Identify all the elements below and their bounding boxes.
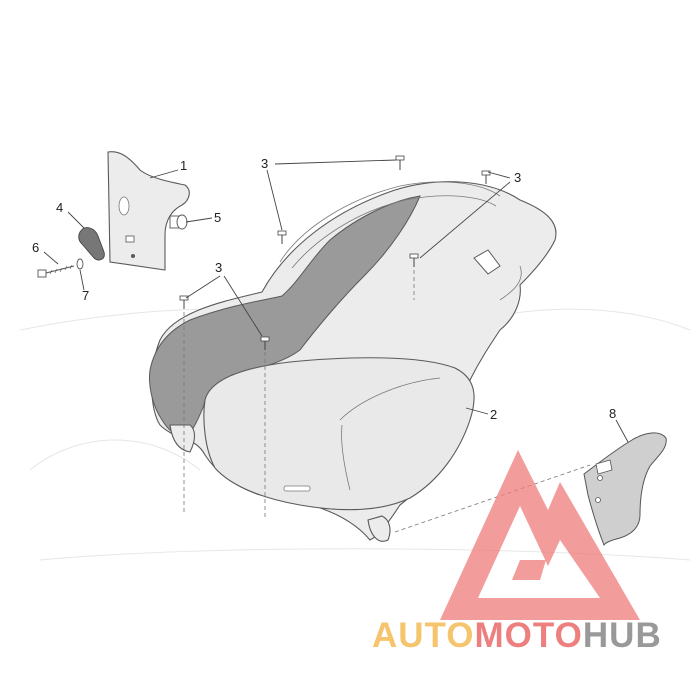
watermark-wordmark: AUTOMOTOHUB (372, 616, 662, 656)
watermark-logo-icon (440, 450, 640, 620)
watermark-moto: MOTO (474, 616, 583, 655)
screw (395, 155, 405, 170)
part-side-plate (583, 432, 667, 547)
callout-2: 2 (490, 407, 497, 422)
callout-3-right: 3 (514, 170, 521, 185)
part-bolt (37, 264, 75, 278)
leader-lines (43, 159, 629, 443)
part-bracket-panel (107, 151, 190, 271)
screw (277, 230, 287, 244)
screw (260, 336, 270, 350)
callout-4: 4 (56, 200, 63, 215)
screw (409, 253, 419, 267)
watermark-hub: HUB (582, 616, 662, 655)
part-washer (76, 258, 84, 270)
callout-8: 8 (609, 406, 616, 421)
screw-group (179, 155, 491, 350)
part-plug (169, 214, 188, 230)
assembly-lines (183, 270, 591, 533)
callout-1: 1 (180, 158, 187, 173)
inner-shield-body (149, 181, 557, 542)
callout-3-left: 3 (215, 260, 222, 275)
callout-5: 5 (214, 210, 221, 225)
watermark-auto: AUTO (372, 616, 475, 655)
part-rubber-pad (78, 227, 105, 261)
screw (481, 170, 491, 184)
screw (179, 295, 189, 309)
callout-3-top: 3 (261, 156, 268, 171)
callout-7: 7 (82, 288, 89, 303)
callout-6: 6 (32, 240, 39, 255)
